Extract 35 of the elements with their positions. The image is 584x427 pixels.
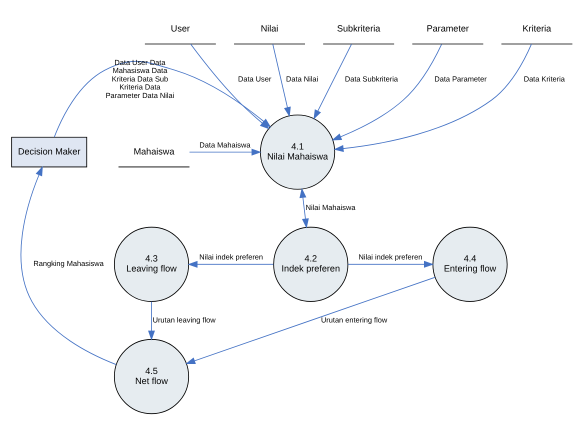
edge-label: Data Subkriteria (344, 74, 398, 83)
edge-label: Data User (238, 74, 272, 83)
edge-label: Data Mahaiswa (199, 140, 250, 149)
node-text: Parameter (426, 22, 469, 33)
node-text: Nilai (260, 22, 278, 33)
arrow (272, 43, 291, 116)
edge-label: Rangking Mahasiswa (33, 258, 104, 268)
arrow (332, 43, 442, 140)
node-text: Mahaiswa (134, 146, 174, 156)
edge-label: Nilai indek preferen (358, 252, 422, 262)
arrow (185, 276, 436, 364)
arrow (334, 43, 532, 152)
node-text: Kriteria (522, 22, 552, 33)
arrow (190, 43, 270, 129)
arrow (148, 300, 155, 340)
node-circle: 4.5 Net flow (114, 338, 190, 414)
edge-label: Data Kriteria (524, 74, 565, 83)
node-box: Decision Maker (11, 136, 88, 167)
arrow (188, 260, 274, 268)
arrow (189, 148, 262, 156)
arrow (299, 187, 309, 228)
node-text: User (170, 22, 190, 33)
edge-label: Data Nilai (286, 74, 318, 83)
edge-label: Urutan entering flow (320, 314, 388, 324)
node-text: Subkriteria (336, 22, 380, 33)
edge-label: Nilai Mahaiswa (306, 202, 356, 212)
arrow (20, 165, 117, 364)
node-circle: 4.3 Leaving flow (114, 226, 190, 302)
arrow (313, 43, 352, 120)
edge-label: Urutan leaving flow (152, 314, 216, 324)
node-circle: 4.2 Indek preferen (273, 226, 348, 302)
edge-label: Nilai indek preferen (199, 252, 264, 262)
arrow (348, 260, 434, 268)
edge-label: Data Parameter (434, 74, 487, 83)
node-circle: 4.4 Entering flow (432, 226, 508, 302)
